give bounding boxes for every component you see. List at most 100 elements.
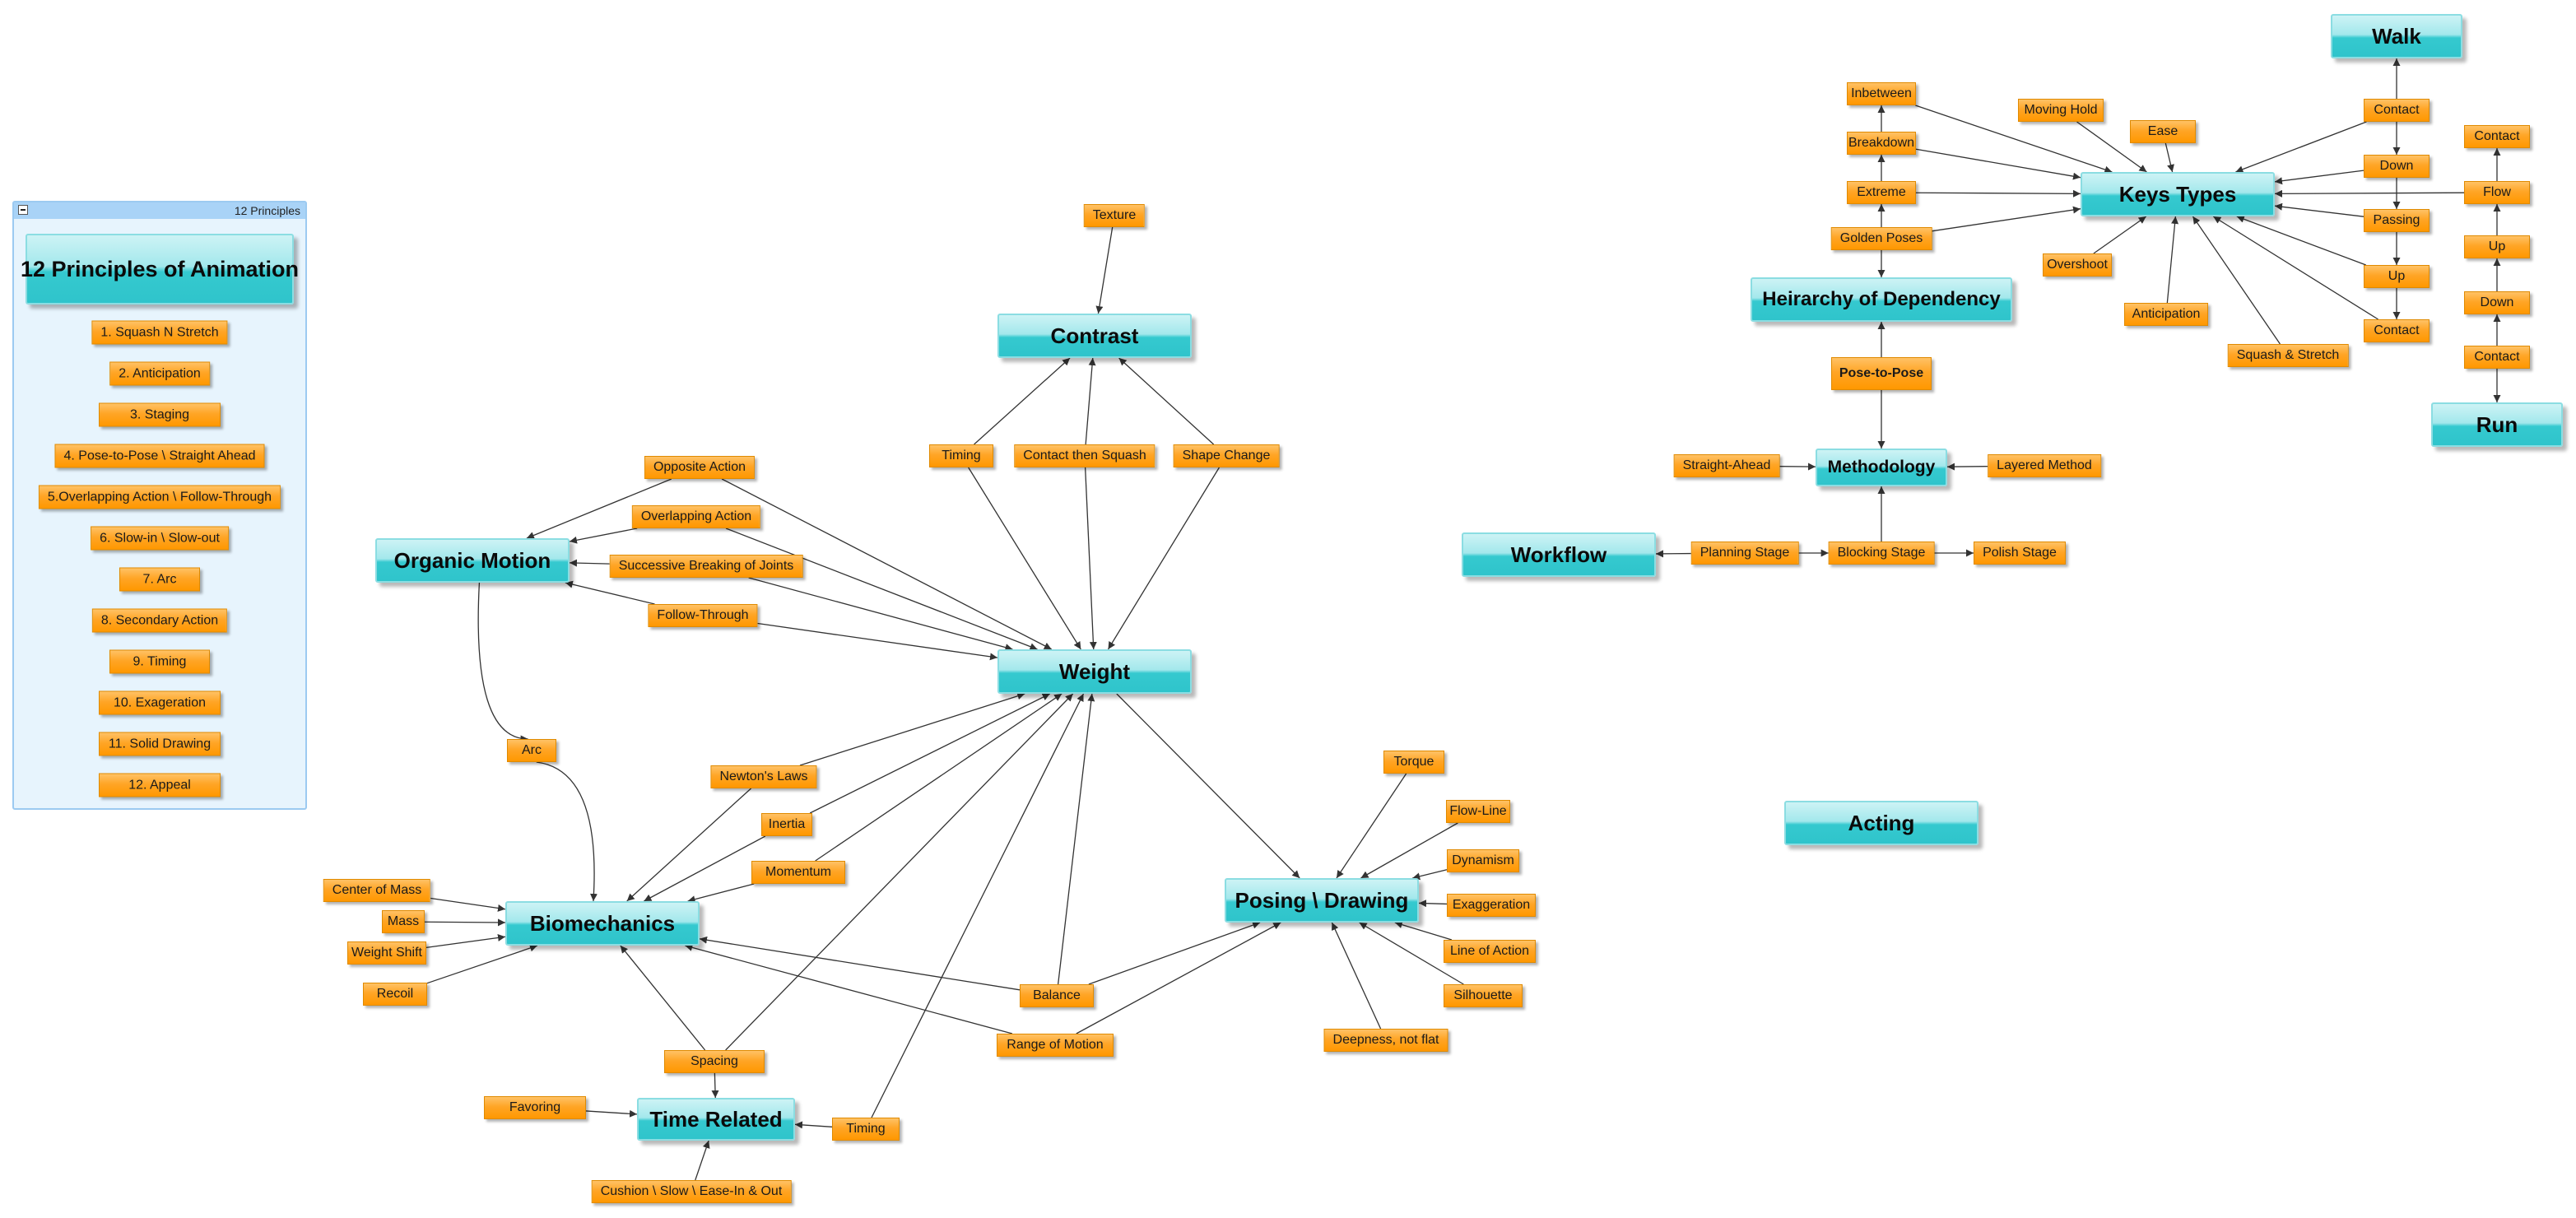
principles-title-topic[interactable]: 12 Principles of Animation <box>21 234 299 304</box>
link-successive_breaking-to-organic_motion <box>569 559 610 567</box>
link-recoil-to-biomechanics <box>426 944 538 984</box>
run-contact-bottom-subtopic[interactable]: Contact <box>2464 346 2530 369</box>
principle-2-anticipation[interactable]: 2. Anticipation <box>109 361 210 386</box>
principle-4-pose-to-pose[interactable]: 4. Pose-to-Pose \ Straight Ahead <box>54 444 265 468</box>
contrast-topic[interactable]: Contrast <box>997 314 1192 358</box>
extreme-subtopic[interactable]: Extreme <box>1847 181 1916 204</box>
texture-subtopic[interactable]: Texture <box>1083 204 1146 227</box>
run-up-subtopic[interactable]: Up <box>2464 235 2530 258</box>
link-deepness-to-posing_drawing <box>1331 922 1382 1030</box>
link-walk_passing-to-keys_types <box>2274 202 2364 217</box>
center-of-mass-subtopic[interactable]: Center of Mass <box>323 879 431 902</box>
run-contact-top-subtopic[interactable]: Contact <box>2464 125 2530 148</box>
line-of-action-subtopic[interactable]: Line of Action <box>1444 940 1536 963</box>
moving-hold-subtopic[interactable]: Moving Hold <box>2018 99 2104 122</box>
silhouette-subtopic[interactable]: Silhouette <box>1444 984 1523 1007</box>
time-related-topic[interactable]: Time Related <box>637 1098 795 1141</box>
breakdown-subtopic[interactable]: Breakdown <box>1847 132 1916 155</box>
run-down-subtopic[interactable]: Down <box>2464 291 2530 314</box>
link-momentum-to-weight <box>815 693 1062 862</box>
posing-drawing-topic[interactable]: Posing \ Drawing <box>1225 878 1419 923</box>
link-momentum-to-biomechanics <box>687 883 755 904</box>
dynamism-subtopic[interactable]: Dynamism <box>1447 849 1519 872</box>
run-topic[interactable]: Run <box>2431 402 2563 447</box>
deepness-subtopic[interactable]: Deepness, not flat <box>1323 1029 1448 1052</box>
principle-6-slow-in-out[interactable]: 6. Slow-in \ Slow-out <box>91 526 229 551</box>
inertia-subtopic[interactable]: Inertia <box>761 813 812 836</box>
link-cushion-to-time_related <box>695 1140 710 1181</box>
torque-subtopic[interactable]: Torque <box>1383 751 1444 774</box>
timing-subtopic-contrast[interactable]: Timing <box>929 444 993 467</box>
pose-to-pose-subtopic[interactable]: Pose-to-Pose <box>1831 357 1932 390</box>
link-weight_shift-to-biomechanics <box>425 933 506 949</box>
biomechanics-topic[interactable]: Biomechanics <box>505 901 700 946</box>
link-contact_squash-to-contrast <box>1085 357 1096 445</box>
mass-subtopic[interactable]: Mass <box>382 910 425 933</box>
hierarchy-of-dependency-topic[interactable]: Heirarchy of Dependency <box>1751 277 2012 322</box>
principle-10-exageration[interactable]: 10. Exageration <box>99 690 221 715</box>
principle-8-secondary-action[interactable]: 8. Secondary Action <box>91 608 228 633</box>
walk-contact-subtopic[interactable]: Contact <box>2364 99 2430 122</box>
walk-up-subtopic[interactable]: Up <box>2364 265 2430 288</box>
range-of-motion-subtopic[interactable]: Range of Motion <box>997 1034 1114 1057</box>
run-flow-subtopic[interactable]: Flow <box>2464 181 2530 204</box>
link-arc-to-biomechanics <box>536 761 598 902</box>
principle-1-squash-stretch[interactable]: 1. Squash N Stretch <box>91 320 228 345</box>
blocking-stage-subtopic[interactable]: Blocking Stage <box>1828 542 1935 565</box>
link-flow_line-to-posing_drawing <box>1360 822 1458 879</box>
link-squash_stretch-to-keys_types <box>2192 216 2281 345</box>
principle-11-solid-drawing[interactable]: 11. Solid Drawing <box>99 732 221 756</box>
golden-poses-subtopic[interactable]: Golden Poses <box>1830 227 1932 250</box>
walk-down-subtopic[interactable]: Down <box>2364 155 2430 178</box>
acting-topic[interactable]: Acting <box>1784 801 1978 845</box>
principle-9-timing[interactable]: 9. Timing <box>109 649 210 674</box>
walk-passing-subtopic[interactable]: Passing <box>2364 209 2430 232</box>
methodology-topic[interactable]: Methodology <box>1816 449 1947 486</box>
timing-subtopic-time-related[interactable]: Timing <box>832 1118 900 1141</box>
straight-ahead-subtopic[interactable]: Straight-Ahead <box>1673 454 1780 477</box>
weight-shift-subtopic[interactable]: Weight Shift <box>347 941 426 965</box>
principle-7-arc[interactable]: 7. Arc <box>119 567 200 592</box>
favoring-subtopic[interactable]: Favoring <box>484 1096 586 1119</box>
contact-then-squash-subtopic[interactable]: Contact then Squash <box>1014 444 1155 467</box>
overshoot-subtopic[interactable]: Overshoot <box>2043 253 2112 277</box>
squash-stretch-subtopic[interactable]: Squash & Stretch <box>2227 344 2349 367</box>
link-inbetween-to-keys_types <box>1915 105 2113 174</box>
workflow-topic[interactable]: Workflow <box>1462 532 1656 577</box>
newtons-laws-subtopic[interactable]: Newton's Laws <box>710 765 817 788</box>
link-overlapping_action-to-weight <box>725 528 1038 650</box>
walk-contact-end-subtopic[interactable]: Contact <box>2364 319 2430 342</box>
principle-5-overlapping-action[interactable]: 5.Overlapping Action \ Follow-Through <box>38 485 281 509</box>
spacing-subtopic[interactable]: Spacing <box>664 1050 765 1073</box>
balance-subtopic[interactable]: Balance <box>1020 984 1094 1007</box>
principle-12-appeal[interactable]: 12. Appeal <box>99 773 221 797</box>
polish-stage-subtopic[interactable]: Polish Stage <box>1974 542 2066 565</box>
anticipation-subtopic-keys[interactable]: Anticipation <box>2124 303 2208 326</box>
principle-3-staging[interactable]: 3. Staging <box>99 402 221 427</box>
keys-types-topic[interactable]: Keys Types <box>2081 172 2275 216</box>
momentum-subtopic[interactable]: Momentum <box>751 861 845 884</box>
link-walk_down-to-keys_types <box>2274 170 2364 185</box>
collapse-icon[interactable] <box>18 205 28 215</box>
inbetween-subtopic[interactable]: Inbetween <box>1847 82 1916 105</box>
ease-subtopic[interactable]: Ease <box>2130 120 2196 143</box>
cushion-ease-subtopic[interactable]: Cushion \ Slow \ Ease-In & Out <box>591 1180 792 1203</box>
weight-topic[interactable]: Weight <box>997 649 1192 694</box>
flow-line-subtopic[interactable]: Flow-Line <box>1446 800 1510 823</box>
overlapping-action-subtopic[interactable]: Overlapping Action <box>631 505 761 528</box>
link-walk_contact2-to-keys_types <box>2212 216 2378 320</box>
planning-stage-subtopic[interactable]: Planning Stage <box>1690 542 1799 565</box>
link-shape_change-to-contrast <box>1118 357 1215 445</box>
opposite-action-subtopic[interactable]: Opposite Action <box>644 456 756 479</box>
recoil-subtopic[interactable]: Recoil <box>363 983 427 1006</box>
organic-motion-topic[interactable]: Organic Motion <box>375 538 570 583</box>
shape-change-subtopic[interactable]: Shape Change <box>1173 444 1280 467</box>
exaggeration-subtopic[interactable]: Exaggeration <box>1447 894 1536 917</box>
layered-method-subtopic[interactable]: Layered Method <box>1988 454 2101 477</box>
successive-breaking-subtopic[interactable]: Successive Breaking of Joints <box>609 555 803 578</box>
walk-topic[interactable]: Walk <box>2331 14 2462 58</box>
follow-through-subtopic[interactable]: Follow-Through <box>648 604 758 627</box>
link-walk_up-to-keys_types <box>2236 215 2366 266</box>
arc-subtopic[interactable]: Arc <box>507 739 556 762</box>
link-mass-to-biomechanics <box>424 918 506 927</box>
